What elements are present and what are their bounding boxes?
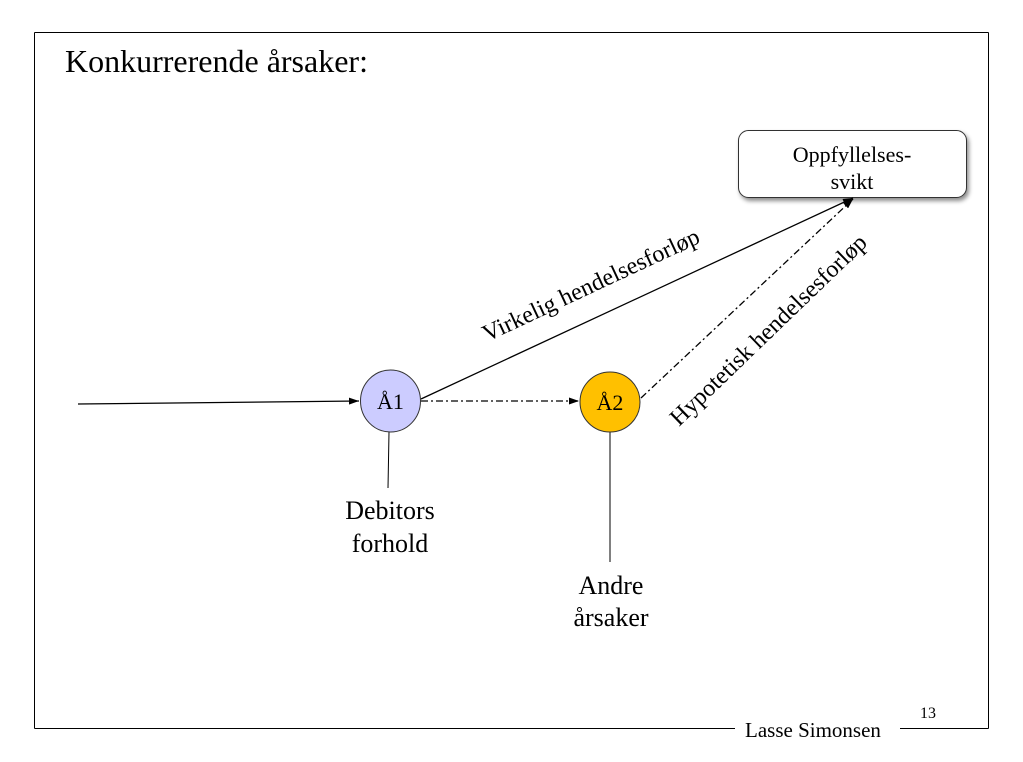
node-a2-caption-line-2: årsaker	[573, 603, 648, 632]
slide-title: Konkurrerende årsaker:	[65, 43, 368, 79]
node-a2: Å2	[579, 371, 641, 433]
outcome-label-line-1: Oppfyllelses-	[793, 142, 912, 167]
incoming-arrow	[77, 397, 360, 405]
hypothetical-course-label: Hypotetisk hendelsesforløp	[665, 230, 872, 432]
actual-course-label: Virkelig hendelsesforløp	[479, 224, 704, 348]
slide-frame	[34, 32, 989, 729]
node-a1: Å1	[360, 369, 421, 433]
node-a2-label: Å2	[597, 390, 624, 415]
node-a2-caption-line-1: Andre	[579, 571, 644, 600]
a1-caption-connector	[387, 431, 390, 489]
outcome-box-shape	[738, 130, 967, 198]
footer-author: Lasse Simonsen	[745, 718, 881, 742]
node-a2-caption: Andre årsaker	[573, 571, 648, 632]
outcome-label-line-2: svikt	[831, 169, 874, 194]
outcome-box: Oppfyllelses- svikt	[738, 130, 967, 198]
page-number: 13	[920, 705, 936, 722]
node-a1-caption-line-1: Debitors	[345, 496, 435, 525]
actual-course-arrow	[420, 197, 854, 400]
node-a2-circle	[579, 371, 641, 433]
node-a1-caption-line-2: forhold	[352, 529, 429, 558]
node-a1-label: Å1	[377, 389, 404, 414]
hypothetical-course-arrow	[640, 198, 854, 399]
node-a1-caption: Debitors forhold	[345, 496, 435, 558]
node-a1-circle	[360, 369, 421, 433]
